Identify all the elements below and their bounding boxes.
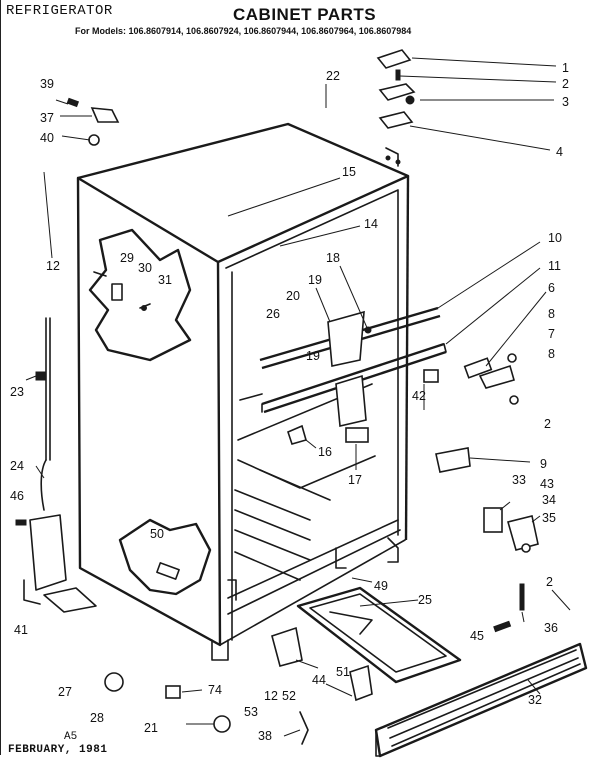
- callout-17: 17: [348, 473, 362, 487]
- category-label: REFRIGERATOR: [6, 3, 113, 19]
- cabinet-shell: [76, 122, 410, 661]
- callout-50: 50: [150, 527, 164, 541]
- top-hinge-assembly: [376, 49, 416, 129]
- callout-40: 40: [40, 131, 54, 145]
- callout-14: 14: [364, 217, 378, 231]
- side-wiring: [23, 317, 97, 613]
- callout-20: 20: [286, 289, 300, 303]
- callout-labels: 1234223937401514101112293031181920261968…: [10, 61, 569, 743]
- callout-19: 19: [308, 273, 322, 287]
- callout-22: 22: [326, 69, 340, 83]
- upper-left-hinge: [66, 97, 120, 146]
- callout-18: 18: [326, 251, 340, 265]
- callout-21: 21: [144, 721, 158, 735]
- callout-24: 24: [10, 459, 24, 473]
- page-border: [0, 0, 1, 755]
- callout-12: 12: [264, 689, 278, 703]
- callout-32: 32: [528, 693, 542, 707]
- callout-6: 6: [548, 281, 555, 295]
- callout-37: 37: [40, 111, 54, 125]
- callout-12: 12: [46, 259, 60, 273]
- door-stop-parts: [287, 353, 519, 473]
- callout-28: 28: [90, 711, 104, 725]
- callout-8: 8: [548, 307, 555, 321]
- center-bracket: [327, 310, 372, 427]
- page-title: CABINET PARTS: [233, 5, 377, 24]
- callout-29: 29: [120, 251, 134, 265]
- callout-11: 11: [548, 259, 561, 273]
- callout-7: 7: [548, 327, 555, 341]
- callout-30: 30: [138, 261, 152, 275]
- callout-4: 4: [556, 145, 563, 159]
- cutaway-detail-upper: [88, 228, 192, 362]
- callout-31: 31: [158, 273, 172, 287]
- callout-19: 19: [306, 349, 320, 363]
- footer-date: FEBRUARY, 1981: [8, 744, 108, 756]
- callout-51: 51: [336, 665, 350, 679]
- model-numbers: For Models: 106.8607914, 106.8607924, 10…: [75, 26, 412, 36]
- callout-8: 8: [548, 347, 555, 361]
- callout-15: 15: [342, 165, 356, 179]
- callout-42: 42: [412, 389, 426, 403]
- callout-2: 2: [562, 77, 569, 91]
- callout-44: 44: [312, 673, 326, 687]
- callout-46: 46: [10, 489, 24, 503]
- callout-3: 3: [562, 95, 569, 109]
- drain-pan: [296, 586, 462, 684]
- callout-36: 36: [544, 621, 558, 635]
- callout-23: 23: [10, 385, 24, 399]
- callout-41: 41: [14, 623, 28, 637]
- callout-1: 1: [562, 61, 569, 75]
- callout-74: 74: [208, 683, 222, 697]
- leader-lines: [25, 57, 571, 737]
- cutaway-detail-lower: [118, 518, 212, 596]
- callout-45: 45: [470, 629, 484, 643]
- callout-27: 27: [58, 685, 72, 699]
- callout-33: 33: [512, 473, 526, 487]
- callout-53: 53: [244, 705, 258, 719]
- callout-16: 16: [318, 445, 332, 459]
- callout-43: 43: [540, 477, 554, 491]
- callout-38: 38: [258, 729, 272, 743]
- callout-10: 10: [548, 231, 562, 245]
- base-grille: [374, 642, 588, 758]
- callout-9: 9: [540, 457, 547, 471]
- callout-26: 26: [266, 307, 280, 321]
- callout-52: 52: [282, 689, 296, 703]
- footer-code: A5: [64, 731, 78, 743]
- callout-2: 2: [546, 575, 553, 589]
- lower-right-hinge: [483, 507, 539, 611]
- callout-2: 2: [544, 417, 551, 431]
- callout-35: 35: [542, 511, 556, 525]
- lower-small-parts: [15, 371, 512, 745]
- callout-49: 49: [374, 579, 388, 593]
- callout-34: 34: [542, 493, 556, 507]
- callout-25: 25: [418, 593, 432, 607]
- callout-39: 39: [40, 77, 54, 91]
